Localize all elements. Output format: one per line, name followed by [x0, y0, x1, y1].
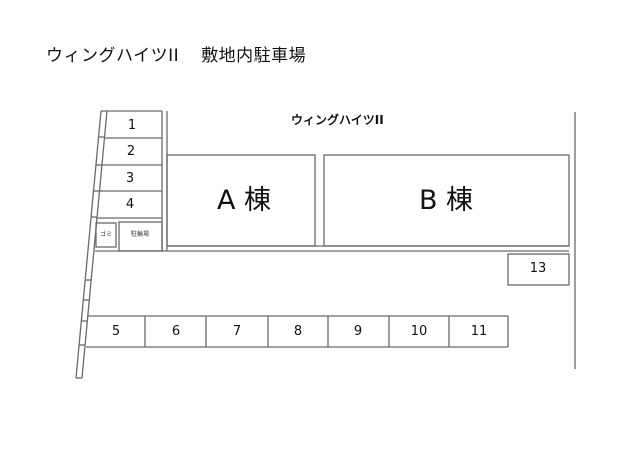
bottom-parking-row	[86, 315, 509, 348]
parking-space-7: 7	[232, 324, 242, 339]
garbage-bicycle-area	[95, 221, 163, 252]
left-parking-column	[97, 110, 168, 251]
building-baseline	[162, 245, 569, 252]
building-a-outline	[166, 154, 316, 247]
building-b-label: B 棟	[418, 185, 474, 216]
property-name: ウィングハイツII	[46, 46, 180, 66]
parking-space-1: 1	[127, 118, 137, 133]
building-a-label: A 棟	[216, 185, 272, 216]
parking-space-3: 3	[125, 171, 135, 186]
page-subtitle: 敷地内駐車場	[201, 46, 307, 66]
left-boundary-fence	[75, 110, 108, 379]
parking-space-13-outline	[507, 253, 570, 286]
parking-space-6: 6	[171, 324, 181, 339]
bicycle-parking-label: 駐輪場	[130, 231, 149, 238]
parking-space-13: 13	[529, 261, 547, 276]
parking-space-8: 8	[293, 324, 303, 339]
parking-space-2: 2	[126, 144, 136, 159]
parking-space-5: 5	[111, 324, 121, 339]
building-b-outline	[323, 154, 570, 247]
parking-space-9: 9	[353, 324, 363, 339]
parking-space-10: 10	[410, 324, 428, 339]
page-title: ウィングハイツII 敷地内駐車場	[46, 41, 306, 66]
garbage-area-label: ゴミ	[99, 231, 112, 238]
parking-space-11: 11	[470, 324, 488, 339]
map-building-label: ウィングハイツII	[291, 113, 384, 127]
parking-space-4: 4	[125, 197, 135, 212]
